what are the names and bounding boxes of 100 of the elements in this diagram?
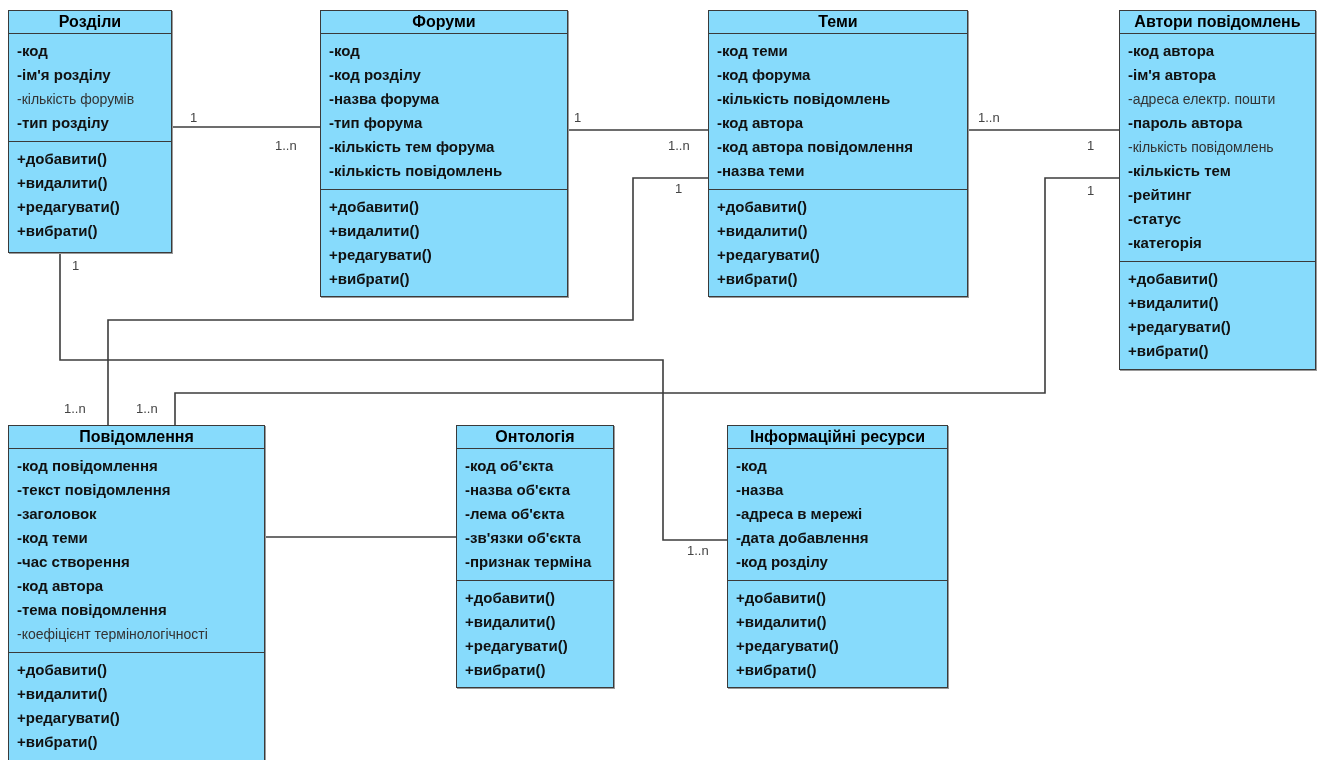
attribute-text: -коефіцієнт термінологічності — [17, 625, 208, 644]
method-text: +вибрати() — [17, 732, 98, 752]
method-text: +редагувати() — [717, 245, 820, 265]
attribute-text: -код автора — [1128, 41, 1215, 61]
multiplicity-label: 1 — [675, 182, 683, 196]
method-text: +редагувати() — [17, 708, 120, 728]
attribute-text: -кількість повідомлень — [329, 161, 503, 181]
multiplicity-label: 1..n — [64, 402, 86, 416]
multiplicity-label: 1..n — [668, 139, 690, 153]
class-box — [320, 10, 568, 297]
method-text: +вибрати() — [329, 269, 410, 289]
attribute-text: -тип розділу — [17, 113, 109, 133]
class-box — [8, 425, 265, 760]
method-text: +видалити() — [465, 612, 556, 632]
method-text: +вибрати() — [465, 660, 546, 680]
class-box — [1119, 10, 1316, 370]
attribute-text: -кількість повідомлень — [717, 89, 891, 109]
attribute-text: -кількість повідомлень — [1128, 138, 1274, 157]
attribute-text: -код теми — [717, 41, 788, 61]
method-text: +видалити() — [329, 221, 420, 241]
method-text: +видалити() — [17, 684, 108, 704]
class-name: Інформаційні ресурси — [728, 426, 947, 449]
attribute-text: -рейтинг — [1128, 185, 1192, 205]
attribute-text: -заголовок — [17, 504, 97, 524]
attribute-text: -назва теми — [717, 161, 805, 181]
multiplicity-label: 1 — [72, 259, 80, 273]
attribute-text: -адреса в мережі — [736, 504, 863, 524]
attribute-text: -код автора — [717, 113, 804, 133]
attribute-text: -статус — [1128, 209, 1182, 229]
attribute-text: -назва — [736, 480, 784, 500]
association-line — [567, 129, 709, 131]
attribute-text: -кількість форумів — [17, 90, 135, 109]
method-text: +вибрати() — [17, 221, 98, 241]
method-text: +добавити() — [329, 197, 420, 217]
multiplicity-label: 1..n — [978, 111, 1000, 125]
association-line — [107, 177, 709, 426]
class-box — [8, 10, 172, 253]
class-name: Форуми — [321, 11, 567, 34]
method-text: +редагувати() — [465, 636, 568, 656]
method-text: +видалити() — [17, 173, 108, 193]
multiplicity-label: 1 — [1087, 139, 1095, 153]
attribute-text: -дата добавлення — [736, 528, 869, 548]
attribute-text: -тип форума — [329, 113, 423, 133]
method-text: +добавити() — [465, 588, 556, 608]
attribute-text: -ім'я автора — [1128, 65, 1216, 85]
class-box — [456, 425, 614, 688]
method-text: +вибрати() — [1128, 341, 1209, 361]
multiplicity-label: 1 — [190, 111, 198, 125]
attribute-text: -категорія — [1128, 233, 1202, 253]
class-box — [727, 425, 948, 688]
method-text: +вибрати() — [717, 269, 798, 289]
multiplicity-label: 1 — [574, 111, 582, 125]
attribute-text: -адреса електр. пошти — [1128, 90, 1276, 109]
attribute-text: -код форума — [717, 65, 811, 85]
attribute-text: -код розділу — [329, 65, 421, 85]
attribute-text: -кількість тем — [1128, 161, 1231, 181]
association-line — [171, 126, 321, 128]
class-name: Теми — [709, 11, 967, 34]
attribute-text: -ім'я розділу — [17, 65, 111, 85]
attribute-text: -код теми — [17, 528, 88, 548]
attribute-text: -код об'єкта — [465, 456, 554, 476]
method-text: +добавити() — [717, 197, 808, 217]
attribute-text: -признак терміна — [465, 552, 592, 572]
attribute-text: -код — [329, 41, 360, 61]
multiplicity-label: 1..n — [687, 544, 709, 558]
attribute-text: -зв'язки об'єкта — [465, 528, 581, 548]
method-text: +редагувати() — [1128, 317, 1231, 337]
attribute-text: -назва об'єкта — [465, 480, 571, 500]
attribute-text: -назва форума — [329, 89, 439, 109]
multiplicity-label: 1..n — [275, 139, 297, 153]
attribute-text: -тема повідомлення — [17, 600, 167, 620]
method-text: +видалити() — [1128, 293, 1219, 313]
method-text: +добавити() — [17, 149, 108, 169]
class-box — [708, 10, 968, 297]
class-name: Автори повідомлень — [1120, 11, 1315, 34]
attribute-text: -код — [736, 456, 767, 476]
method-text: +редагувати() — [736, 636, 839, 656]
multiplicity-label: 1..n — [136, 402, 158, 416]
method-text: +редагувати() — [329, 245, 432, 265]
attribute-text: -текст повідомлення — [17, 480, 171, 500]
association-line — [59, 252, 728, 541]
method-text: +видалити() — [717, 221, 808, 241]
method-text: +добавити() — [17, 660, 108, 680]
attribute-text: -код розділу — [736, 552, 828, 572]
attribute-text: -код повідомлення — [17, 456, 158, 476]
attribute-text: -кількість тем форума — [329, 137, 495, 157]
class-name: Розділи — [9, 11, 171, 34]
association-line — [174, 177, 1120, 426]
method-text: +редагувати() — [17, 197, 120, 217]
method-text: +видалити() — [736, 612, 827, 632]
attribute-text: -час створення — [17, 552, 130, 572]
attribute-text: -код — [17, 41, 48, 61]
attribute-text: -код автора повідомлення — [717, 137, 914, 157]
class-name: Онтологія — [457, 426, 613, 449]
method-text: +добавити() — [1128, 269, 1219, 289]
method-text: +добавити() — [736, 588, 827, 608]
association-line — [264, 536, 457, 538]
attribute-text: -пароль автора — [1128, 113, 1243, 133]
class-name: Повідомлення — [9, 426, 264, 449]
attribute-text: -код автора — [17, 576, 104, 596]
